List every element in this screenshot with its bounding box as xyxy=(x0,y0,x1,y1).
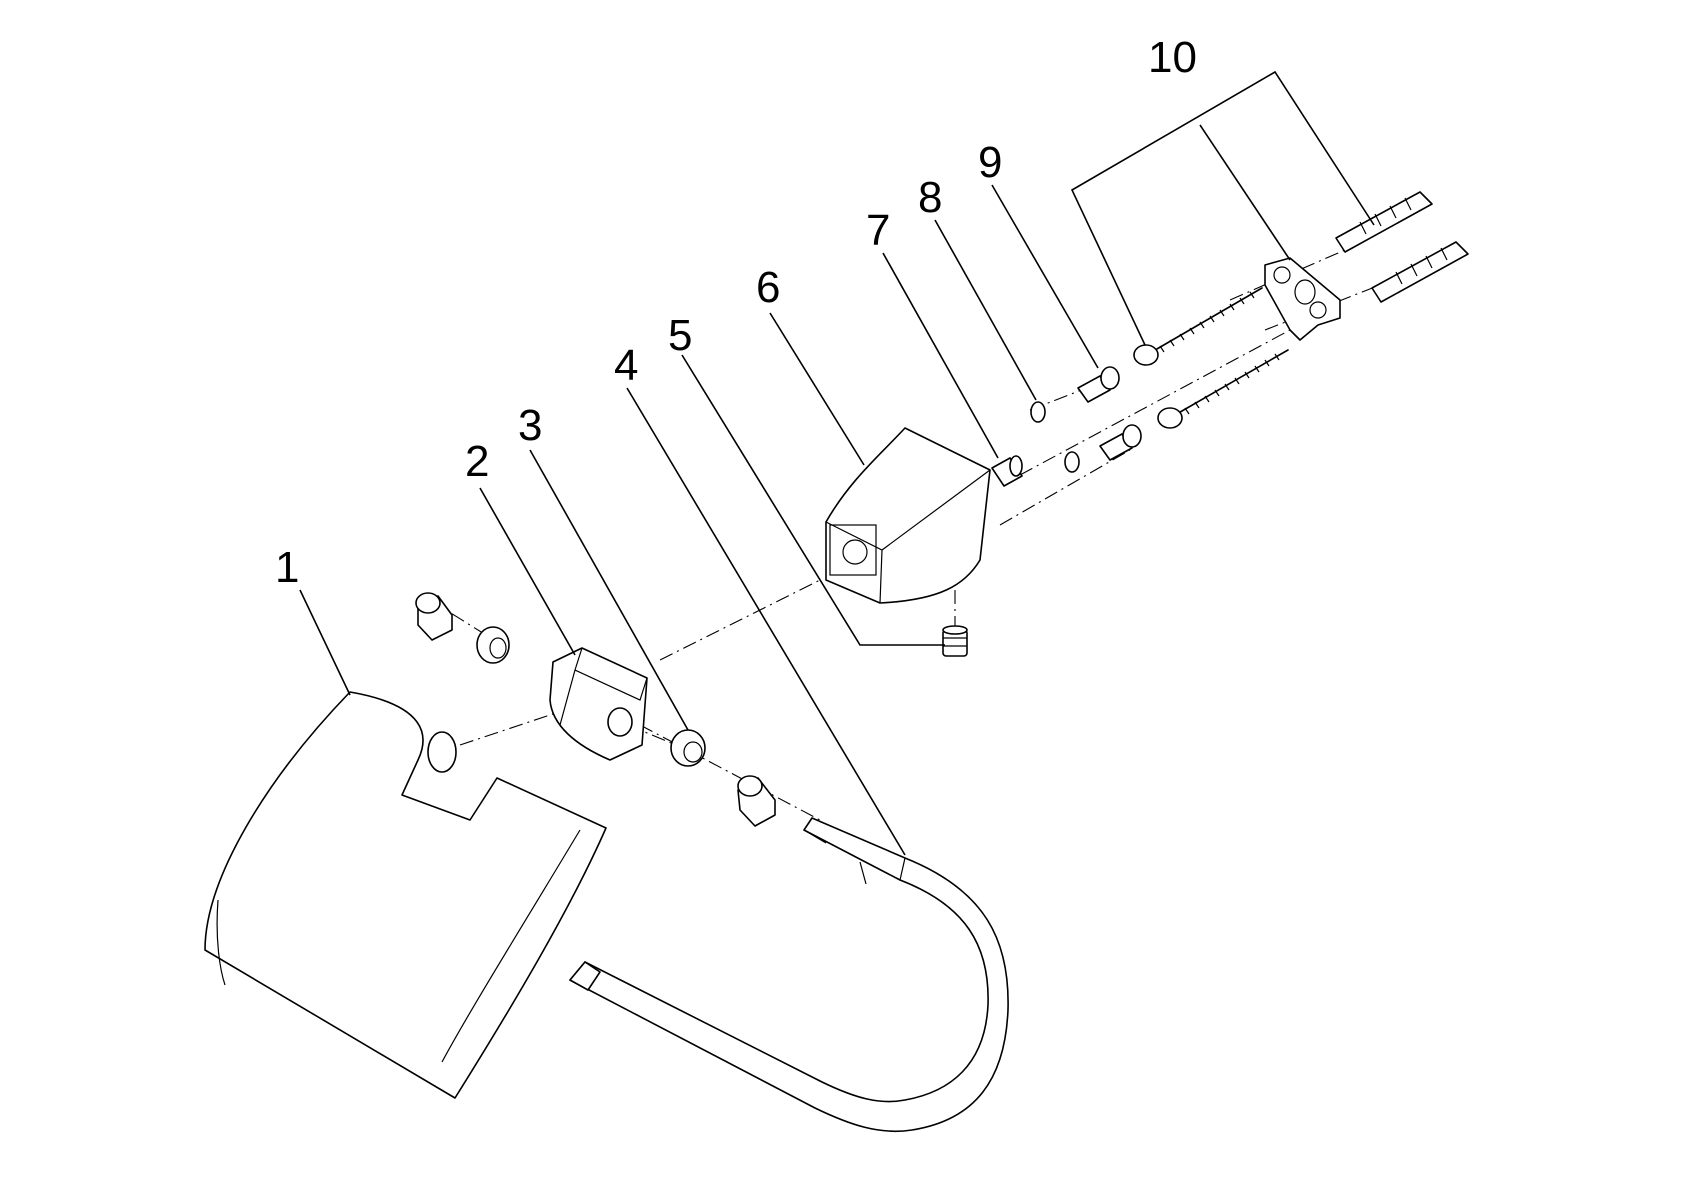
callout-7: 7 xyxy=(866,206,890,255)
part-6-bracket-housing xyxy=(825,427,991,604)
washer-lower xyxy=(1064,451,1080,473)
bushing-left-inner xyxy=(476,626,510,664)
callout-4: 4 xyxy=(614,341,638,390)
leader-7 xyxy=(882,252,999,459)
callout-labels: 1 2 3 4 5 6 7 8 9 10 xyxy=(275,33,1197,592)
leader-1 xyxy=(299,589,351,696)
leader-9 xyxy=(991,184,1099,369)
wall-anchor-upper xyxy=(1335,191,1433,253)
leader-10-left xyxy=(1070,70,1375,346)
bushing-right-outer xyxy=(737,775,776,827)
wall-anchor-lower xyxy=(1371,241,1469,303)
callout-5: 5 xyxy=(668,311,692,360)
callout-3: 3 xyxy=(518,401,542,450)
leader-4 xyxy=(626,387,906,856)
leader-2 xyxy=(479,487,576,656)
leader-10-plate xyxy=(1199,124,1291,261)
screw-lower xyxy=(1099,424,1142,461)
part-2-pivot-block xyxy=(549,647,648,761)
leader-6 xyxy=(769,312,865,466)
part-9-screw-upper xyxy=(1077,366,1120,403)
callout-6: 6 xyxy=(756,263,780,312)
leader-lines xyxy=(299,70,1375,856)
callout-1: 1 xyxy=(275,543,299,592)
leader-3 xyxy=(529,449,689,731)
callout-2: 2 xyxy=(465,437,489,486)
part-3-bushing xyxy=(670,729,706,767)
bushing-left-outer xyxy=(415,592,453,641)
part-8-washer-upper xyxy=(1030,401,1046,423)
callout-10: 10 xyxy=(1148,33,1197,82)
callout-8: 8 xyxy=(918,173,942,222)
part-5-set-screw xyxy=(942,625,968,657)
long-screw-upper xyxy=(1133,287,1263,366)
part-7-threaded-pin xyxy=(991,455,1023,487)
leader-8 xyxy=(934,219,1037,401)
part-1-cover xyxy=(204,691,607,1099)
long-screw-lower xyxy=(1157,349,1289,429)
leader-5 xyxy=(681,354,945,646)
callout-9: 9 xyxy=(978,138,1002,187)
part-4-holder-bar xyxy=(569,817,1009,1133)
part-10-wall-plate xyxy=(1264,257,1341,341)
